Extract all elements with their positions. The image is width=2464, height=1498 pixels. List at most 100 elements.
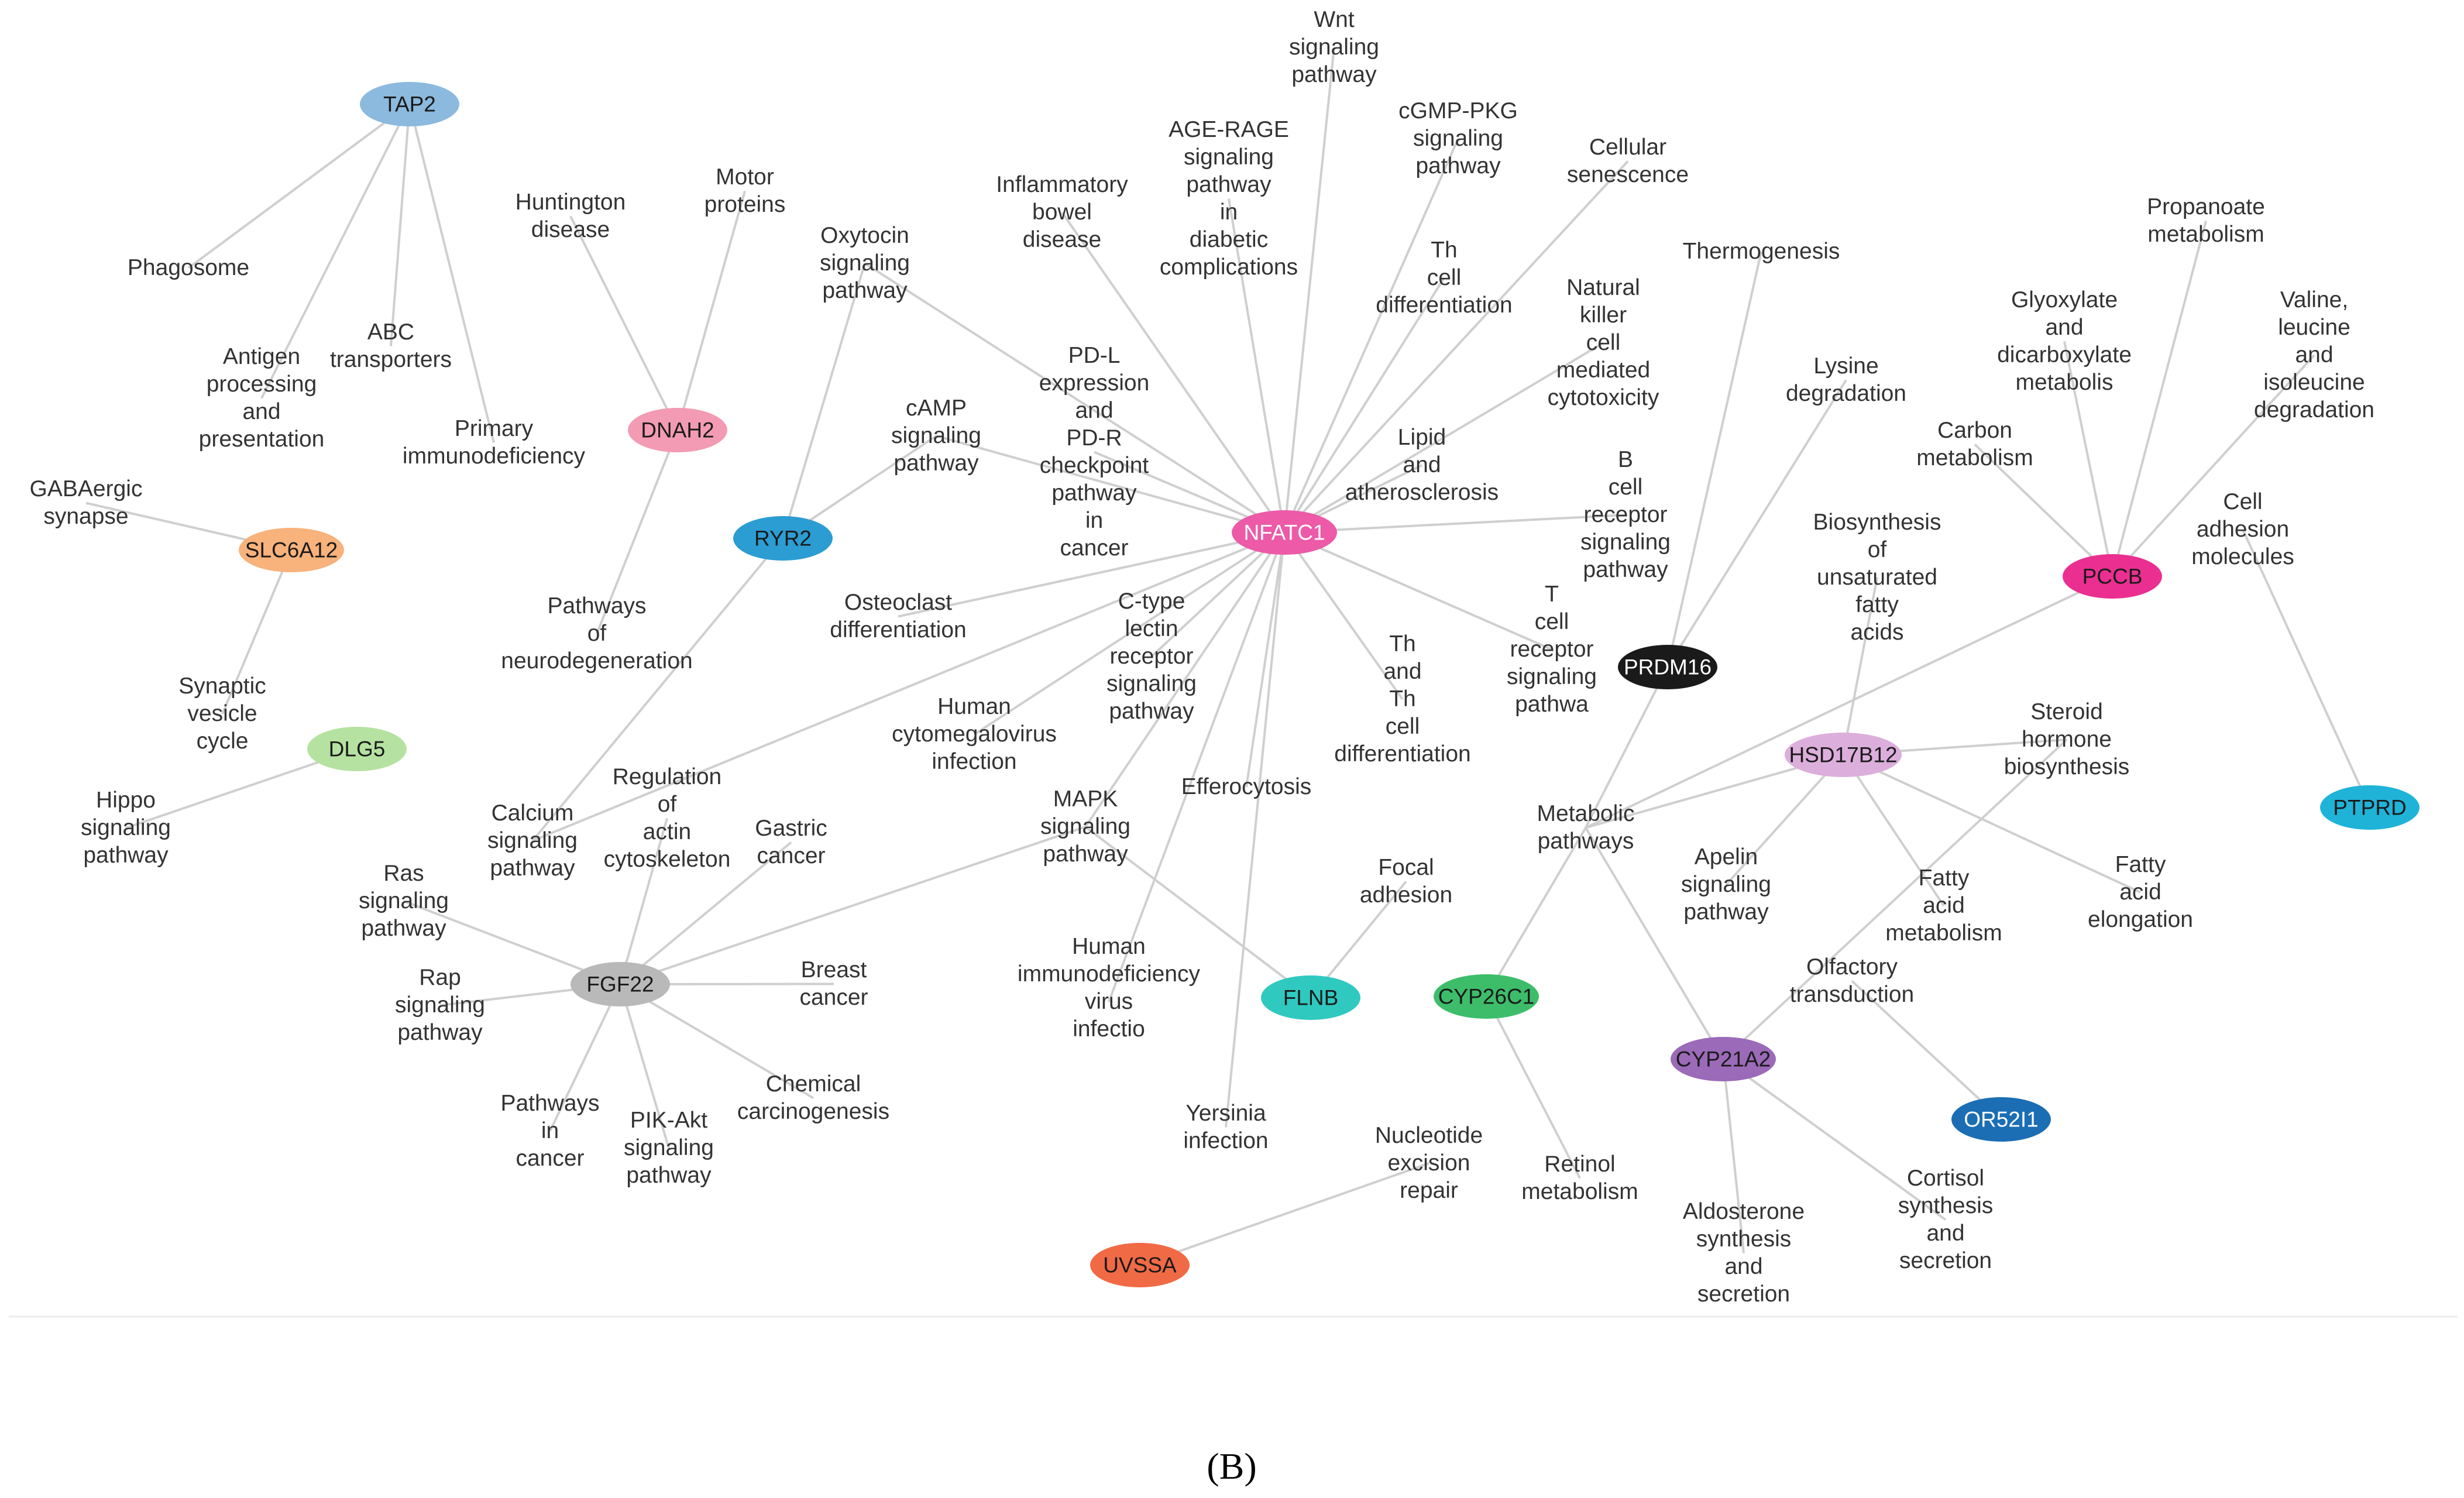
pathway-label-line: ABC (367, 319, 414, 345)
pathway-label-line: AGE-RAGE (1169, 117, 1289, 142)
pathway-label-line: Olfactory (1806, 954, 1898, 980)
gene-node-pccb[interactable]: PCCB (2063, 554, 2162, 599)
gene-node-cyp26c1[interactable]: CYP26C1 (1434, 974, 1539, 1019)
pathway-label-line: Aldosterone (1683, 1199, 1805, 1224)
pathway-label-line: pathway (1109, 699, 1194, 724)
pathway-label-line: repair (1400, 1178, 1458, 1203)
pathway-label-line: checkpoint (1040, 453, 1149, 478)
gene-node-fgf22[interactable]: FGF22 (571, 962, 670, 1006)
gene-node-ellipse[interactable] (307, 727, 407, 771)
pathway-label-line: degradation (1786, 381, 1906, 406)
gene-node-tap2[interactable]: TAP2 (360, 82, 459, 126)
gene-node-slc6a12[interactable]: SLC6A12 (239, 528, 344, 572)
gene-node-prdm16[interactable]: PRDM16 (1618, 645, 1717, 689)
edge-cyp21a2-cortisol (1722, 1058, 1947, 1221)
pathway-label-line: metabolis (2016, 370, 2114, 395)
gene-node-ellipse[interactable] (1785, 733, 1902, 777)
gene-node-ellipse[interactable] (628, 408, 727, 452)
gene-node-ellipse[interactable] (2320, 785, 2420, 830)
pathway-label-line: receptor (1109, 644, 1193, 669)
pathway-label-line: pathway (1683, 899, 1769, 925)
pathway-label-line: atherosclerosis (1345, 480, 1499, 505)
gene-node-ellipse[interactable] (2063, 554, 2162, 599)
pathway-label-line: pathway (822, 278, 908, 303)
pathway-label-line: Synaptic (178, 674, 266, 699)
gene-node-ellipse[interactable] (1090, 1243, 1190, 1287)
edge-prdm16-thermogenesis (1666, 251, 1762, 668)
gene-node-ellipse[interactable] (1951, 1097, 2051, 1142)
gene-node-cyp21a2[interactable]: CYP21A2 (1671, 1037, 1776, 1081)
pathway-label-line: Ras (383, 861, 424, 886)
gene-node-nfatc1[interactable]: NFATC1 (1232, 510, 1337, 555)
pathway-label-line: adhesion (2197, 517, 2289, 542)
pathway-label-line: biosynthesis (2004, 754, 2130, 779)
gene-node-ellipse[interactable] (1618, 645, 1717, 689)
pathway-label-line: pathway (1415, 153, 1501, 178)
pathway-label-line: senescence (1567, 162, 1689, 187)
gene-node-dlg5[interactable]: DLG5 (307, 727, 407, 771)
pathway-label-line: Propanoate (2147, 194, 2265, 219)
gene-node-flnb[interactable]: FLNB (1261, 975, 1360, 1020)
edge-tap2-abc (390, 104, 411, 346)
pathway-label-line: metabolism (1916, 445, 2033, 470)
edge-uvssa-ner (1139, 1162, 1429, 1266)
pathway-label-line: expression (1039, 370, 1150, 396)
gene-node-ellipse[interactable] (733, 516, 833, 561)
pathway-label-line: Fatty (1919, 865, 1970, 891)
pathway-label-line: pathway (1051, 480, 1137, 506)
gene-node-ptprd[interactable]: PTPRD (2320, 785, 2420, 830)
gene-node-ellipse[interactable] (239, 528, 344, 572)
edge-nfatc1-efferocytosis (1245, 532, 1286, 788)
gene-node-ryr2[interactable]: RYR2 (733, 516, 833, 561)
edge-nfatc1-yersinia (1225, 532, 1286, 1128)
pathway-label-line: in (541, 1118, 559, 1143)
gene-node-dnah2[interactable]: DNAH2 (628, 408, 727, 452)
gene-node-ellipse[interactable] (1232, 510, 1337, 555)
pathway-label-line: and (1926, 1221, 1964, 1246)
pathway-label-line: MAPK (1053, 786, 1118, 812)
pathway-label-line: cancer (799, 985, 868, 1010)
pathway-label-line: Th (1389, 686, 1416, 712)
gene-node-ellipse[interactable] (1261, 975, 1360, 1020)
pathway-label-line: signaling (891, 423, 981, 448)
pathway-label-line: signaling (1184, 145, 1274, 170)
gene-node-hsd17b12[interactable]: HSD17B12 (1785, 733, 1902, 777)
pathway-label-line: and (1724, 1254, 1762, 1279)
gene-node-ellipse[interactable] (1671, 1037, 1776, 1081)
gene-node-label: TAP2 (383, 92, 436, 116)
edge-dnah2-neurodegen (596, 430, 679, 634)
edge-nfatc1-calcium (532, 531, 1285, 842)
pathway-label-line: cytomegalovirus (892, 721, 1057, 747)
edge-fgf22-chemical (619, 983, 815, 1100)
edge-cyp26c1-metabolic (1485, 827, 1587, 998)
gene-node-uvssa[interactable]: UVSSA (1090, 1243, 1190, 1287)
pathway-label-line: Human (937, 694, 1011, 719)
gene-node-ellipse[interactable] (360, 82, 459, 126)
edge-ryr2-oxytocin (782, 263, 866, 539)
gene-node-ellipse[interactable] (1434, 974, 1539, 1019)
pathway-label-line: Osteoclast (844, 590, 952, 615)
pathway-label-line: immunodeficiency (1018, 961, 1201, 987)
pathway-label-line: PIK-Akt (630, 1108, 707, 1133)
gene-node-ellipse[interactable] (571, 962, 670, 1006)
gene-node-or52i1[interactable]: OR52I1 (1951, 1097, 2051, 1142)
